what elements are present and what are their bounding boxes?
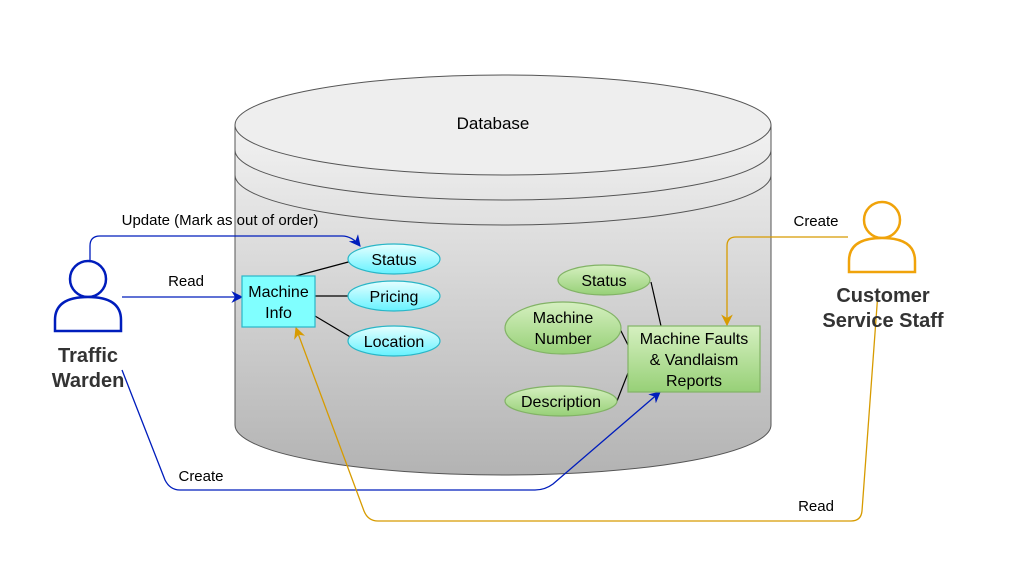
machine-info-label-line1: Machine bbox=[248, 284, 309, 301]
attribute-report-status: Status bbox=[557, 264, 651, 296]
svg-text:Description: Description bbox=[521, 394, 601, 411]
machine-info-label-line2: Info bbox=[265, 305, 292, 322]
label-read-tw: Read bbox=[168, 273, 204, 290]
label-create-tw: Create bbox=[178, 468, 223, 485]
connector-status bbox=[295, 260, 353, 277]
label-create-cs: Create bbox=[793, 213, 838, 230]
actor-traffic-warden: Traffic Warden bbox=[52, 259, 125, 392]
reports-label-line1: Machine Faults bbox=[640, 331, 749, 348]
actor-traffic-warden-line1: Traffic bbox=[58, 345, 118, 367]
attribute-description: Description bbox=[504, 385, 618, 417]
actor-customer-service-line1: Customer bbox=[836, 285, 930, 307]
edges bbox=[89, 234, 879, 522]
label-update: Update (Mark as out of order) bbox=[122, 212, 319, 229]
svg-text:Number: Number bbox=[535, 331, 593, 348]
attribute-location: Location bbox=[347, 325, 441, 357]
edge-update-status bbox=[89, 234, 361, 260]
label-read-cs: Read bbox=[798, 498, 834, 515]
edge-labels: Update (Mark as out of order) Read Creat… bbox=[122, 212, 839, 515]
database-cylinder: Database bbox=[234, 74, 772, 476]
user-icon bbox=[53, 259, 123, 333]
connector-report-description bbox=[616, 372, 629, 402]
svg-text:Machine: Machine bbox=[533, 310, 594, 327]
connector-location bbox=[314, 315, 353, 339]
edge-create-reports bbox=[121, 369, 661, 491]
edge-cs-read-machine-info bbox=[294, 291, 879, 522]
machine-info-entity: Machine Info bbox=[241, 275, 316, 328]
database-label: Database bbox=[457, 114, 530, 133]
reports-attributes: Status Machine Number Description bbox=[504, 264, 651, 417]
actor-traffic-warden-line2: Warden bbox=[52, 370, 125, 392]
edge-cs-create-reports bbox=[721, 236, 848, 327]
machine-info-attributes: Status Pricing Location bbox=[347, 243, 441, 357]
reports-label-line3: Reports bbox=[666, 373, 722, 390]
svg-text:Location: Location bbox=[364, 334, 425, 351]
svg-text:Status: Status bbox=[581, 273, 626, 290]
attribute-machine-number: Machine Number bbox=[504, 301, 622, 355]
reports-entity: Machine Faults & Vandlaism Reports bbox=[627, 325, 761, 393]
user-icon bbox=[847, 200, 917, 274]
attribute-pricing: Pricing bbox=[347, 280, 441, 312]
svg-text:Pricing: Pricing bbox=[370, 289, 419, 306]
actor-customer-service-line2: Service Staff bbox=[822, 310, 944, 332]
svg-text:Status: Status bbox=[371, 252, 416, 269]
connector-report-status bbox=[650, 281, 662, 327]
reports-label-line2: & Vandlaism bbox=[650, 352, 739, 369]
attribute-status: Status bbox=[347, 243, 441, 275]
actor-customer-service: Customer Service Staff bbox=[822, 200, 944, 332]
